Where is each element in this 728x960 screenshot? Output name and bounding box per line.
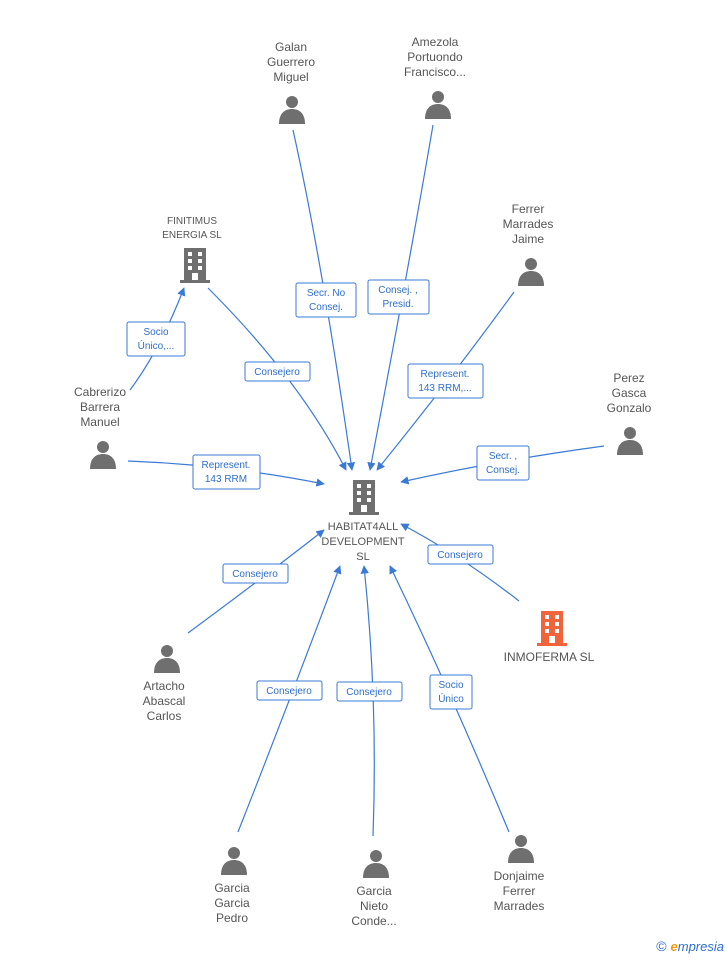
label-amezola-line2: Presid. [382, 299, 413, 310]
label-perez-line2: Consej. [486, 465, 520, 476]
node-ferrer-marrades-line3: Jaime [512, 232, 544, 246]
label-donjaime-line1: Socio [438, 680, 463, 691]
node-amezola-line2: Portuondo [407, 50, 463, 64]
label-donjaime-line2: Único [438, 692, 464, 705]
label-galan[interactable]: Secr. No Consej. [295, 282, 357, 318]
node-finitimus-line2: ENERGIA SL [162, 230, 222, 241]
label-galan-line1: Secr. No [307, 288, 346, 299]
node-garcia-pedro-line2: Garcia [214, 896, 250, 910]
node-cabrerizo[interactable]: Cabrerizo Barrera Manuel [74, 385, 126, 469]
node-ferrer-marrades-line2: Marrades [503, 217, 554, 231]
person-icon [508, 835, 534, 863]
building-icon [537, 611, 567, 646]
label-inmoferma-line1: Consejero [437, 550, 483, 561]
node-donjaime[interactable]: Donjaime Ferrer Marrades [494, 835, 545, 913]
label-finitimus-line1: Consejero [254, 367, 300, 378]
node-cabrerizo-line2: Barrera [80, 400, 120, 414]
person-icon [154, 645, 180, 673]
node-artacho-line1: Artacho [143, 679, 185, 693]
person-icon [221, 847, 247, 875]
label-artacho[interactable]: Consejero [222, 563, 289, 584]
label-ferrer-marrades[interactable]: Represent. 143 RRM,... [407, 363, 484, 399]
label-inmoferma[interactable]: Consejero [427, 544, 494, 565]
label-perez-line1: Secr. , [489, 451, 517, 462]
node-finitimus[interactable]: FINITIMUS ENERGIA SL [162, 216, 222, 283]
label-garcia-nieto[interactable]: Consejero [336, 681, 403, 702]
node-garcia-nieto-line1: Garcia [356, 884, 392, 898]
building-icon [180, 248, 210, 283]
label-cabrerizo-finitimus-line2: Único,... [138, 339, 175, 352]
node-garcia-nieto[interactable]: Garcia Nieto Conde... [351, 850, 397, 928]
node-habitat-line1: HABITAT4ALL [328, 521, 399, 533]
footer-brand[interactable]: © empresia [656, 938, 724, 954]
copyright-icon: © [656, 938, 667, 954]
brand-logo-rest: mpresia [677, 938, 724, 954]
label-amezola-line1: Consej. , [378, 285, 417, 296]
node-galan-line1: Galan [275, 40, 307, 54]
node-habitat-line2: DEVELOPMENT [321, 536, 404, 548]
node-garcia-pedro[interactable]: Garcia Garcia Pedro [214, 847, 250, 925]
person-icon [425, 91, 451, 119]
brand-logo: empresia [671, 939, 724, 954]
label-garcia-pedro[interactable]: Consejero [256, 680, 323, 701]
label-garcia-pedro-line1: Consejero [266, 686, 312, 697]
edge-labels: Secr. No Consej. Consej. , Presid. Conse… [126, 279, 530, 710]
label-ferrer-marrades-line1: Represent. [421, 369, 470, 380]
node-artacho-line3: Carlos [147, 709, 182, 723]
node-perez[interactable]: Perez Gasca Gonzalo [607, 371, 652, 455]
person-icon [279, 96, 305, 124]
label-perez[interactable]: Secr. , Consej. [476, 445, 530, 481]
node-garcia-nieto-line3: Conde... [351, 914, 396, 928]
node-ferrer-marrades-line1: Ferrer [512, 202, 545, 216]
node-inmoferma-line1: INMOFERMA SL [504, 650, 595, 664]
node-perez-line3: Gonzalo [607, 401, 652, 415]
label-amezola[interactable]: Consej. , Presid. [367, 279, 430, 315]
node-amezola[interactable]: Amezola Portuondo Francisco... [404, 35, 466, 119]
person-icon [617, 427, 643, 455]
node-perez-line1: Perez [613, 371, 644, 385]
node-cabrerizo-line3: Manuel [80, 415, 119, 429]
node-amezola-line1: Amezola [412, 35, 459, 49]
label-cabrerizo-line2: 143 RRM [205, 474, 247, 485]
node-garcia-pedro-line1: Garcia [214, 881, 250, 895]
node-ferrer-marrades[interactable]: Ferrer Marrades Jaime [503, 202, 554, 286]
building-icon [349, 480, 379, 515]
nodes: Galan Guerrero Miguel Amezola Portuondo … [74, 35, 652, 928]
node-donjaime-line3: Marrades [494, 899, 545, 913]
node-cabrerizo-line1: Cabrerizo [74, 385, 126, 399]
label-cabrerizo-finitimus[interactable]: Socio Único,... [126, 321, 186, 357]
label-galan-line2: Consej. [309, 302, 343, 313]
node-perez-line2: Gasca [612, 386, 647, 400]
node-garcia-pedro-line3: Pedro [216, 911, 248, 925]
node-finitimus-line1: FINITIMUS [167, 216, 217, 227]
node-artacho-line2: Abascal [143, 694, 186, 708]
node-donjaime-line2: Ferrer [503, 884, 536, 898]
node-habitat-main[interactable]: HABITAT4ALL DEVELOPMENT SL [321, 480, 405, 563]
node-artacho[interactable]: Artacho Abascal Carlos [143, 645, 186, 723]
node-galan-line2: Guerrero [267, 55, 315, 69]
brand-logo-initial: e [670, 938, 678, 954]
node-galan-line3: Miguel [273, 70, 308, 84]
label-cabrerizo[interactable]: Represent. 143 RRM [192, 454, 261, 490]
node-habitat-line3: SL [356, 551, 369, 563]
edge-galan[interactable] [292, 129, 356, 471]
label-cabrerizo-line1: Represent. [202, 460, 251, 471]
label-donjaime[interactable]: Socio Único [429, 674, 473, 710]
label-ferrer-marrades-line2: 143 RRM,... [418, 383, 471, 394]
edge-amezola[interactable] [367, 124, 434, 471]
label-cabrerizo-finitimus-line1: Socio [143, 327, 168, 338]
label-garcia-nieto-line1: Consejero [346, 687, 392, 698]
node-amezola-line3: Francisco... [404, 65, 466, 79]
label-finitimus[interactable]: Consejero [244, 361, 311, 382]
node-galan[interactable]: Galan Guerrero Miguel [267, 40, 315, 124]
node-inmoferma[interactable]: INMOFERMA SL [504, 611, 595, 664]
node-donjaime-line1: Donjaime [494, 869, 545, 883]
person-icon [518, 258, 544, 286]
person-icon [90, 441, 116, 469]
label-artacho-line1: Consejero [232, 569, 278, 580]
node-garcia-nieto-line2: Nieto [360, 899, 388, 913]
person-icon [363, 850, 389, 878]
